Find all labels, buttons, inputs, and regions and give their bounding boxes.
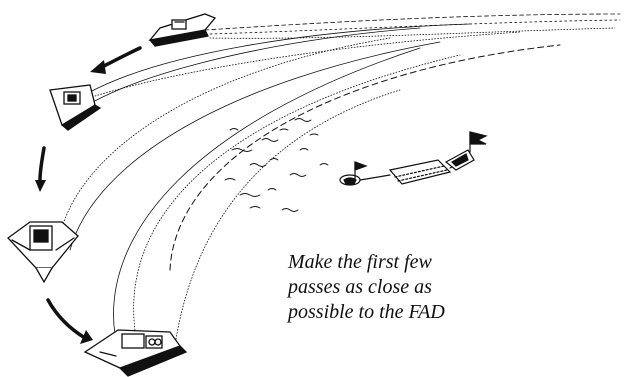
marker-flag-icon [340, 162, 366, 185]
caption-line: passes as close as [288, 275, 518, 300]
boat-icon [85, 330, 186, 376]
boat-icon [150, 14, 215, 46]
boat-icon [50, 85, 100, 130]
wake-line-3 [210, 28, 615, 38]
wake-line-8 [70, 42, 440, 250]
caption-line: possible to the FAD [288, 300, 518, 325]
water-ripple-icon [225, 119, 328, 212]
caption-line: Make the first few [288, 250, 518, 275]
marker-flag-icon [446, 132, 486, 170]
wake-line-outer [205, 14, 620, 30]
turn-arrow-icon [48, 300, 93, 344]
approach-line-dashed [170, 45, 560, 270]
turn-arrow-icon [90, 48, 140, 74]
fad-buoy-icon [360, 160, 462, 184]
diagram-caption: Make the first few passes as close as po… [288, 250, 518, 325]
turn-arrow-icon [35, 148, 46, 192]
wake-line-7 [60, 38, 390, 235]
wake-line-6 [70, 28, 420, 118]
boat-icon [8, 222, 78, 282]
